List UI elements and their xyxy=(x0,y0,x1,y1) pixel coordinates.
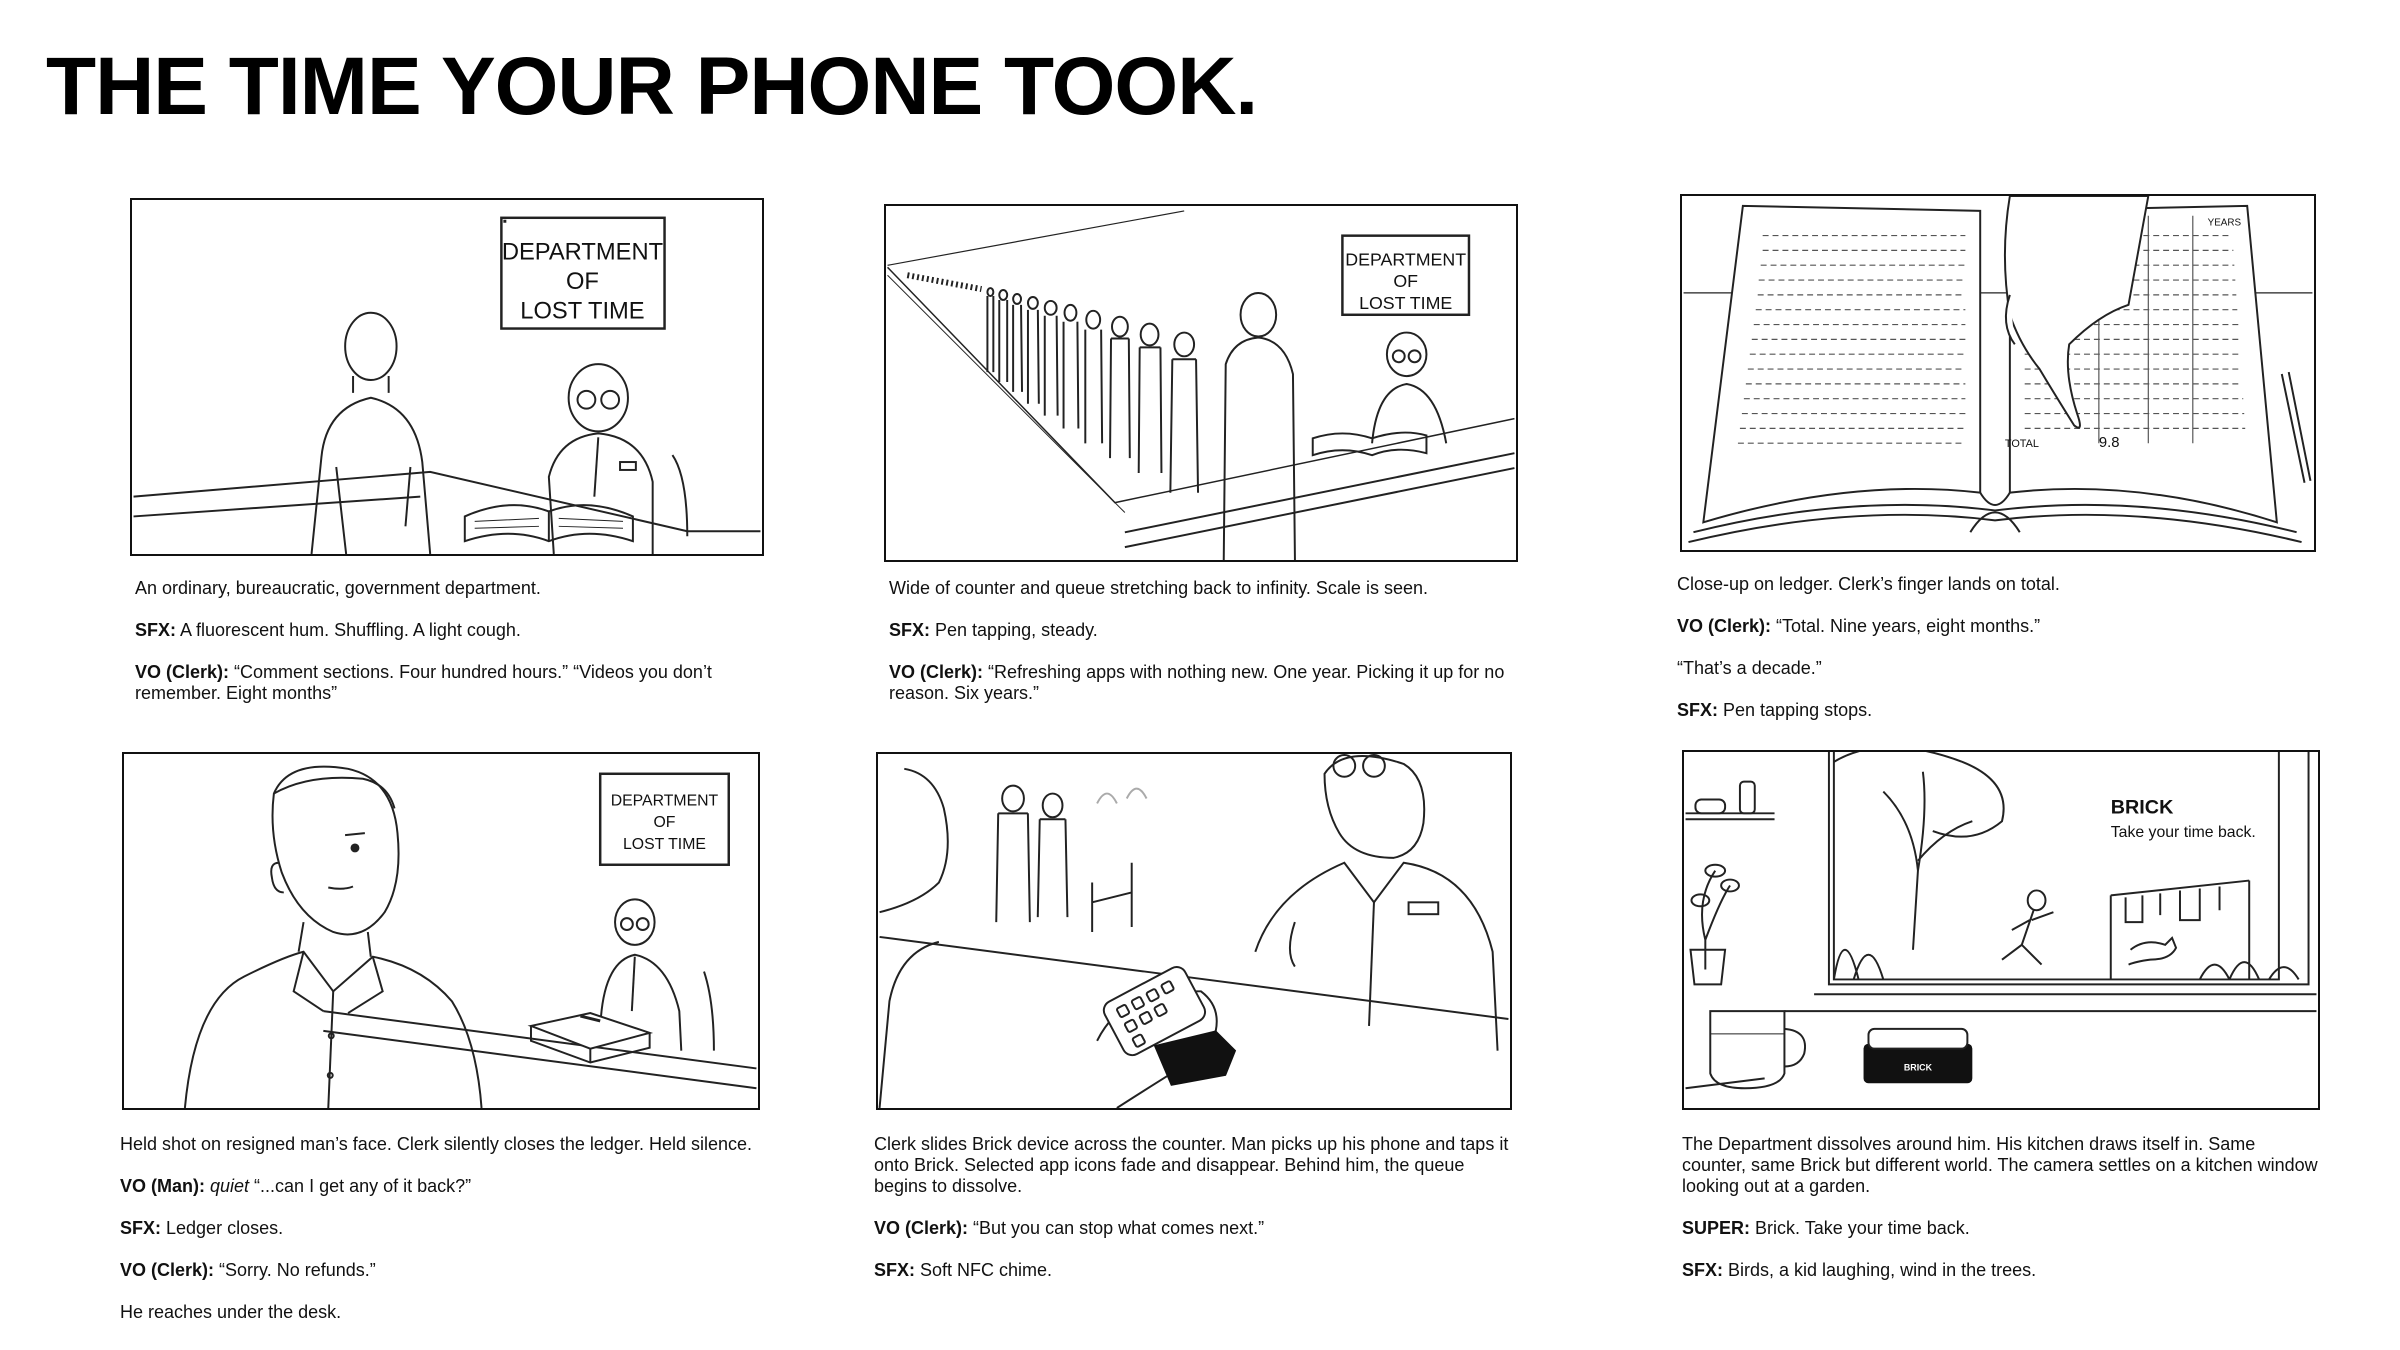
device-brand-label: BRICK xyxy=(1904,1062,1933,1072)
caption-line: VO (Clerk): “Total. Nine years, eight mo… xyxy=(1677,616,2041,636)
caption-line: VO (Clerk): “Comment sections. Four hund… xyxy=(135,662,712,703)
caption-line: The Department dissolves around him. His… xyxy=(1682,1134,2318,1196)
caption-panel-6: The Department dissolves around him. His… xyxy=(1682,1134,2322,1302)
sign-line-1: DEPARTMENT xyxy=(1345,249,1466,269)
sign-line-2: OF xyxy=(1393,271,1418,291)
sign-line-2: OF xyxy=(566,269,599,295)
caption-line: SFX: Pen tapping stops. xyxy=(1677,700,1873,720)
storyboard-frame-1: DEPARTMENT OF LOST TIME xyxy=(130,198,764,556)
caption-line: An ordinary, bureaucratic, government de… xyxy=(135,578,541,598)
caption-line: Held shot on resigned man’s face. Clerk … xyxy=(120,1134,752,1154)
caption-line: VO (Clerk): “But you can stop what comes… xyxy=(874,1218,1265,1238)
super-tagline: Take your time back. xyxy=(2111,824,2256,841)
sign-line-2: OF xyxy=(653,814,675,831)
caption-line: Clerk slides Brick device across the cou… xyxy=(874,1134,1509,1196)
ledger-total-label: TOTAL xyxy=(2005,438,2039,450)
ledger-total-value: 9.8 xyxy=(2099,435,2120,451)
caption-panel-2: Wide of counter and queue stretching bac… xyxy=(889,578,1529,725)
sign-line-3: LOST TIME xyxy=(1359,293,1452,313)
caption-panel-3: Close-up on ledger. Clerk’s finger lands… xyxy=(1677,574,2317,742)
page-title: THE TIME YOUR PHONE TOOK. xyxy=(46,41,1258,132)
brick-device xyxy=(1153,1030,1237,1086)
caption-panel-4: Held shot on resigned man’s face. Clerk … xyxy=(120,1134,760,1344)
sign-line-1: DEPARTMENT xyxy=(611,792,719,809)
caption-line: VO (Man): quiet “...can I get any of it … xyxy=(120,1176,472,1196)
caption-line: SUPER: Brick. Take your time back. xyxy=(1682,1218,1970,1238)
caption-line: VO (Clerk): “Refreshing apps with nothin… xyxy=(889,662,1505,703)
illustration-brick-handoff xyxy=(878,754,1509,1108)
caption-line: SFX: A fluorescent hum. Shuffling. A lig… xyxy=(135,620,521,640)
illustration-queue-infinity: DEPARTMENT OF LOST TIME xyxy=(887,210,1515,560)
caption-line: “That’s a decade.” xyxy=(1677,658,1822,678)
illustration-ledger-closeup: YEARS TOTAL 9.8 xyxy=(1683,196,2313,544)
storyboard-frame-2: DEPARTMENT OF LOST TIME xyxy=(884,204,1518,562)
caption-line: SFX: Pen tapping, steady. xyxy=(889,620,1098,640)
sign-line-3: LOST TIME xyxy=(623,836,706,853)
caption-line: SFX: Soft NFC chime. xyxy=(874,1260,1053,1280)
caption-line: SFX: Birds, a kid laughing, wind in the … xyxy=(1682,1260,2037,1280)
caption-panel-5: Clerk slides Brick device across the cou… xyxy=(874,1134,1514,1302)
illustration-resigned-man: DEPARTMENT OF LOST TIME xyxy=(183,765,757,1108)
caption-panel-1: An ordinary, bureaucratic, government de… xyxy=(135,578,775,725)
caption-line: Close-up on ledger. Clerk’s finger lands… xyxy=(1677,574,2060,594)
sign-line-1: DEPARTMENT xyxy=(502,239,663,265)
illustration-department-counter: DEPARTMENT OF LOST TIME xyxy=(133,216,761,554)
caption-line: Wide of counter and queue stretching bac… xyxy=(889,578,1428,598)
ledger-years-label: YEARS xyxy=(2208,218,2242,229)
storyboard-frame-5 xyxy=(876,752,1512,1110)
storyboard-frame-3: YEARS TOTAL 9.8 xyxy=(1680,194,2316,552)
storyboard-frame-4: DEPARTMENT OF LOST TIME xyxy=(122,752,760,1110)
super-brand: BRICK xyxy=(2111,796,2174,818)
brick-device: BRICK xyxy=(1863,1027,1973,1084)
storyboard-frame-6: BRICK BRICK Take your time back. xyxy=(1682,750,2320,1110)
caption-line: He reaches under the desk. xyxy=(120,1302,342,1322)
sign-line-3: LOST TIME xyxy=(520,299,644,325)
caption-line: VO (Clerk): “Sorry. No refunds.” xyxy=(120,1260,376,1280)
illustration-kitchen-window: BRICK BRICK Take your time back. xyxy=(1685,752,2317,1090)
caption-line: SFX: Ledger closes. xyxy=(120,1218,284,1238)
